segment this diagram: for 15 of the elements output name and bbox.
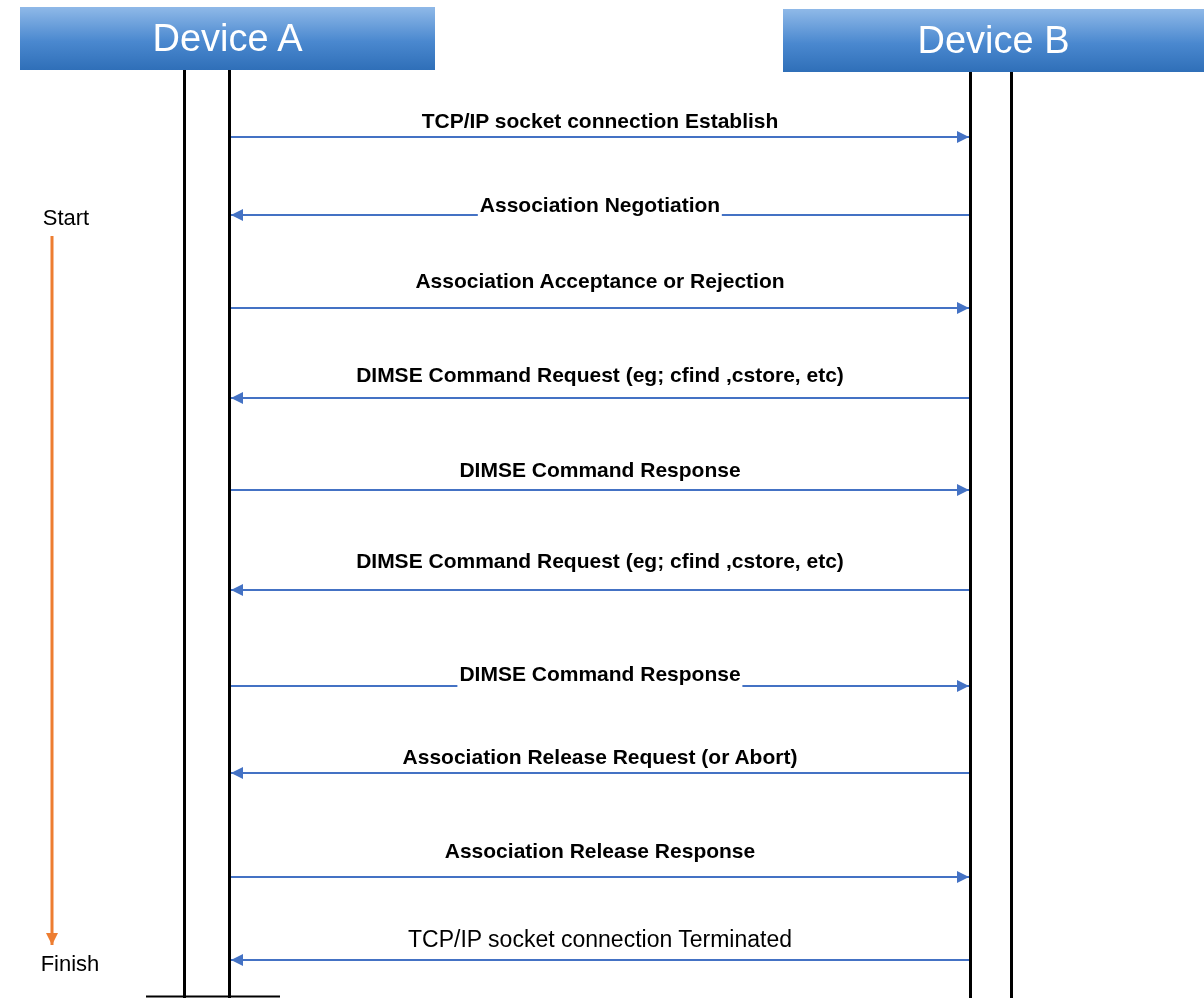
arrow bbox=[230, 871, 970, 883]
participant-header: Device A bbox=[20, 7, 435, 70]
arrow bbox=[230, 767, 970, 779]
lifeline bbox=[183, 70, 231, 998]
participant-header: Device B bbox=[783, 9, 1204, 72]
timeline-label: Finish bbox=[30, 949, 110, 979]
lifeline bbox=[969, 72, 1013, 998]
arrow bbox=[230, 131, 970, 143]
arrow bbox=[230, 484, 970, 496]
arrow bbox=[230, 302, 970, 314]
arrow bbox=[230, 392, 970, 404]
timeline-label: Start bbox=[30, 204, 102, 232]
arrow bbox=[230, 954, 970, 966]
arrow bbox=[230, 584, 970, 596]
arrow bbox=[46, 236, 58, 945]
